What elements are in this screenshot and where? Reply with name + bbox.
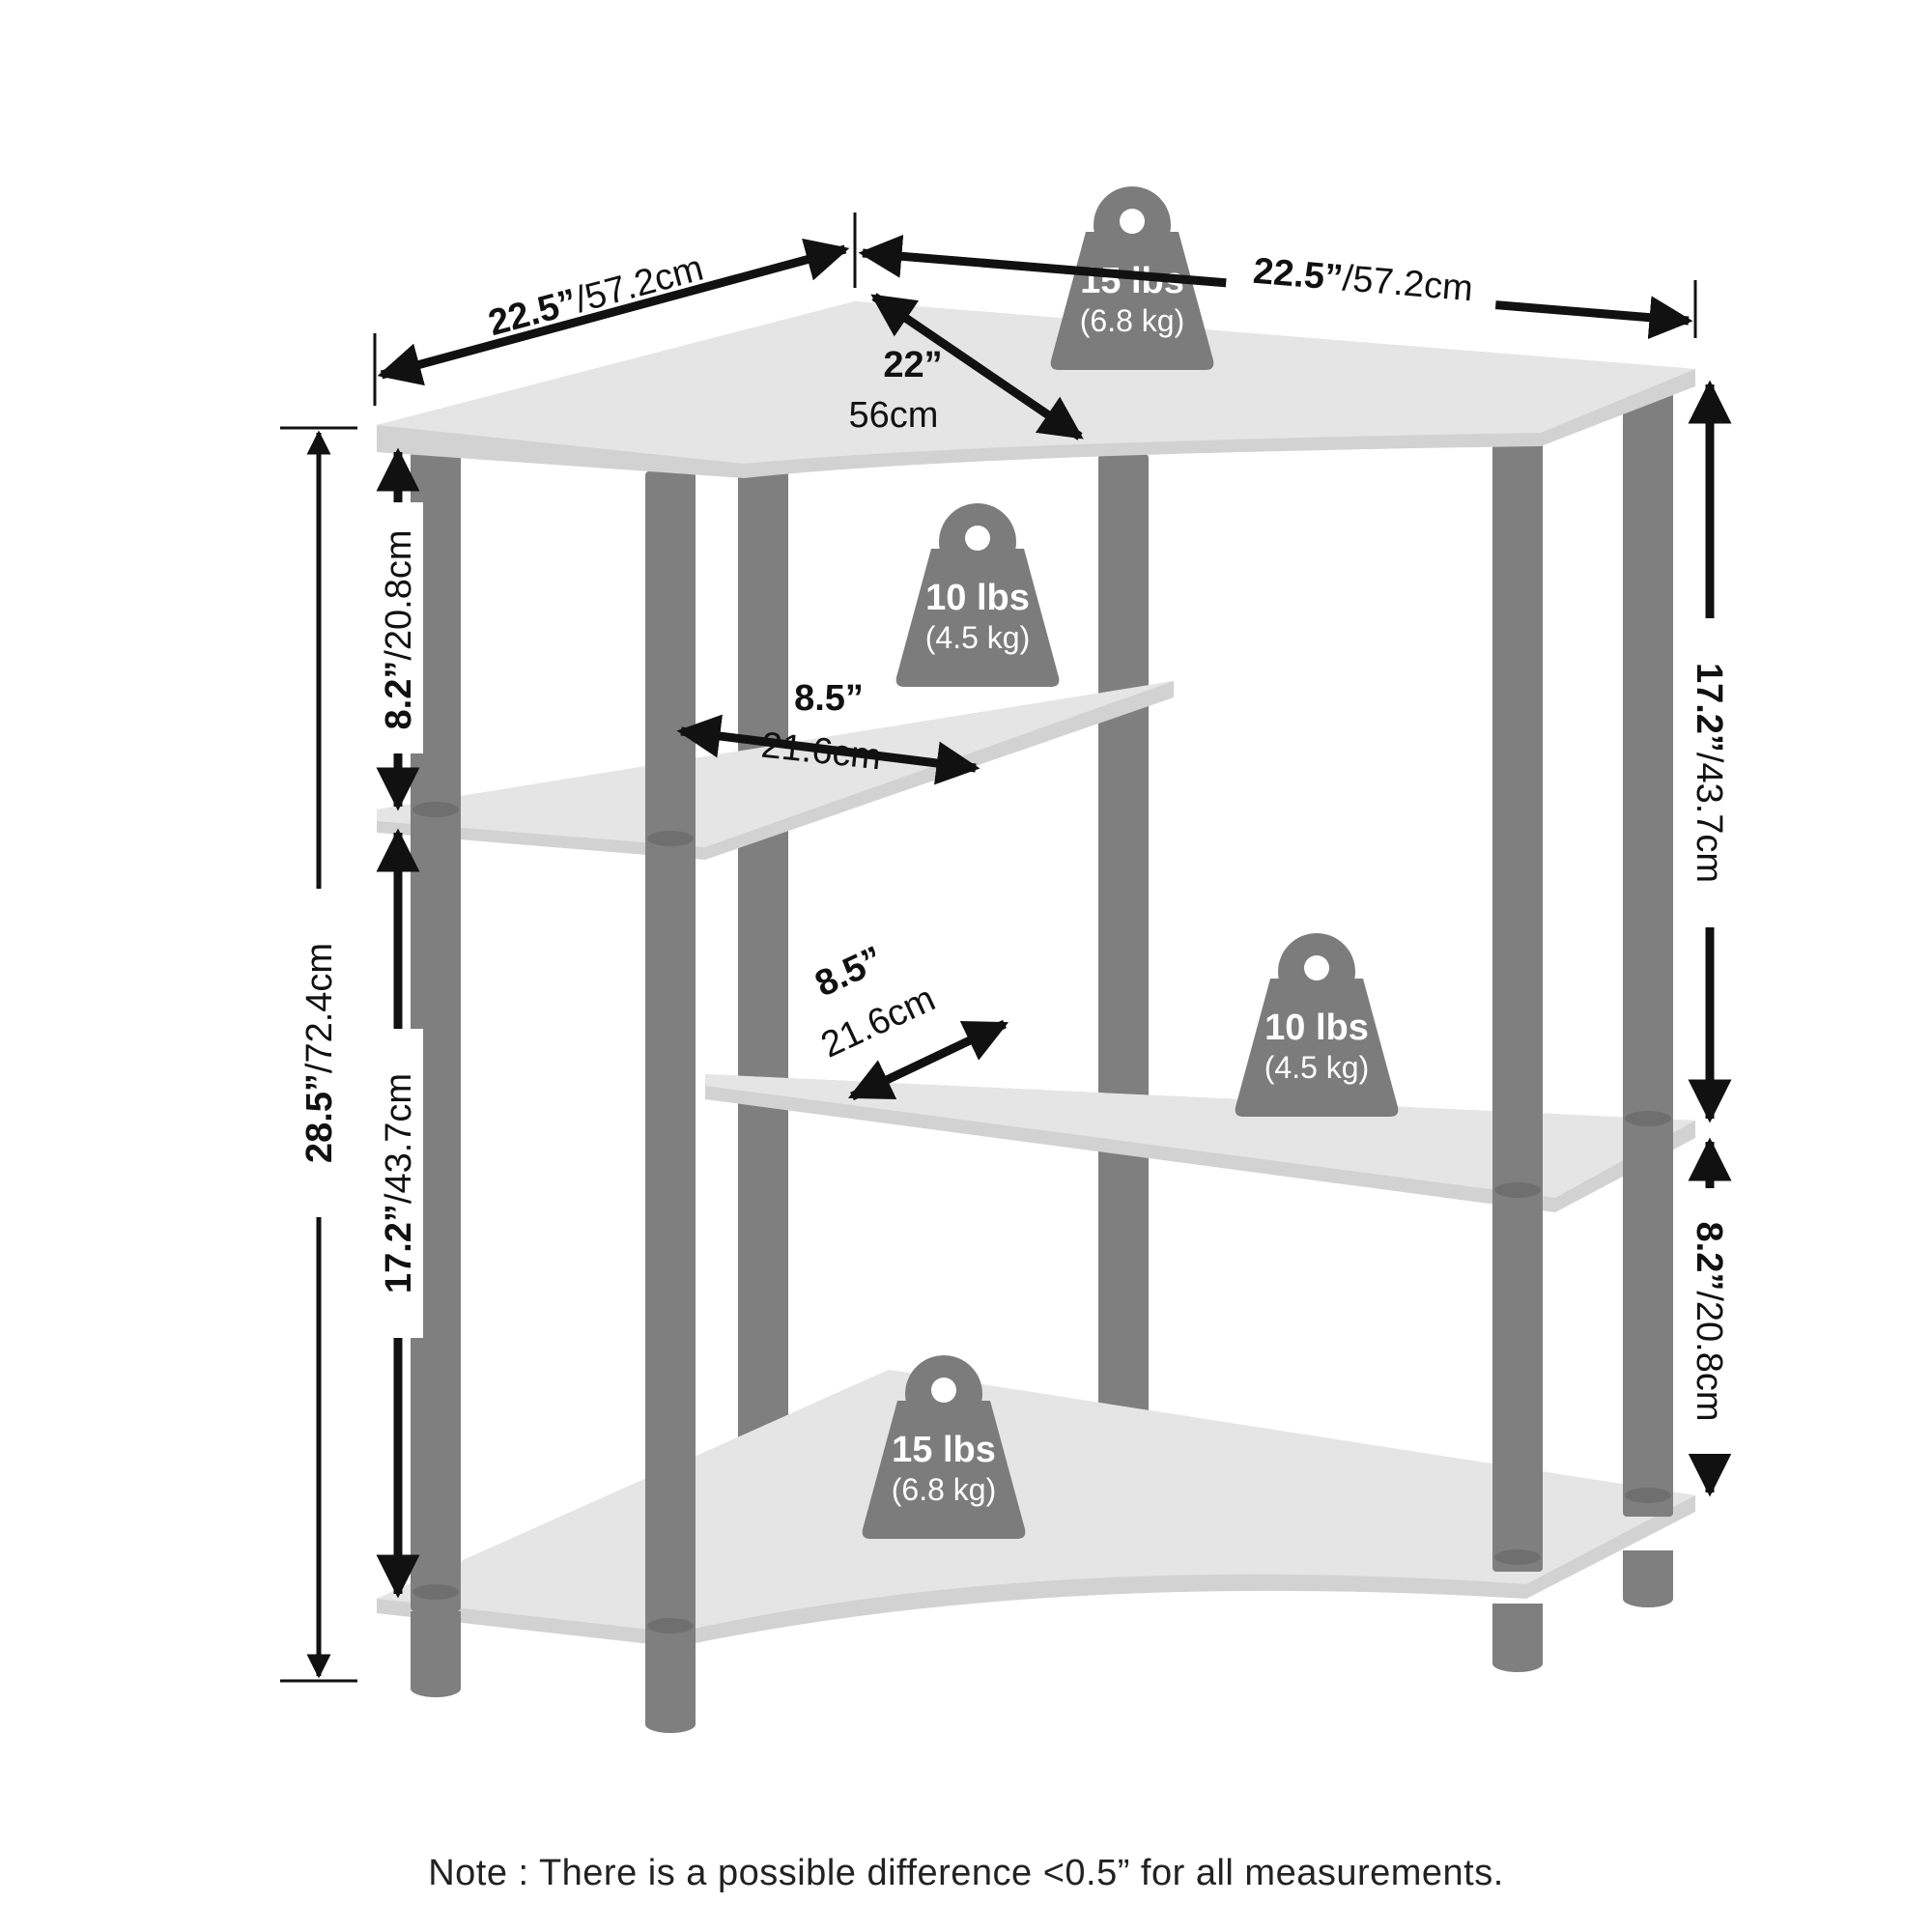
dim-value: 8.2” <box>379 661 419 730</box>
svg-text:28.5”/72.4cm: 28.5”/72.4cm <box>299 943 340 1163</box>
dim-metric: /57.2cm <box>571 248 707 322</box>
foot <box>645 1647 696 1724</box>
front-pole-second <box>645 471 696 1652</box>
dim-metric: /20.8cm <box>379 530 419 661</box>
svg-text:22.5”/57.2cm: 22.5”/57.2cm <box>1252 251 1475 310</box>
dim-arrow-top-depth <box>870 293 1084 440</box>
dim-label-top-left-width: 22.5”/57.2cm <box>484 248 707 345</box>
dim-label-top-depth-value: 22” <box>883 345 942 385</box>
weight-badge-middle: 10 lbs (4.5 kg) <box>1235 933 1399 1117</box>
dim-metric: /43.7cm <box>379 1073 419 1204</box>
dim-metric: /20.8cm <box>1689 1291 1729 1421</box>
svg-text:17.2”/43.7cm: 17.2”/43.7cm <box>1689 663 1729 883</box>
dim-value: 8.2” <box>1689 1222 1729 1292</box>
dim-metric: /43.7cm <box>1689 753 1729 883</box>
front-pole-right <box>1623 391 1673 1517</box>
dim-label-left-top-gap: 8.2”/20.8cm <box>379 530 419 730</box>
rear-pole-left <box>738 464 788 1449</box>
dim-label-right-top-gap: 17.2”/43.7cm <box>1689 663 1729 883</box>
svg-text:17.2”/43.7cm: 17.2”/43.7cm <box>379 1073 419 1293</box>
dim-label-middle-depth-value: 8.5” <box>810 939 890 1005</box>
weight-lbs: 15 lbs <box>892 1430 996 1470</box>
weight-kg: (6.8 kg) <box>1080 303 1184 338</box>
corner-shelf-unit <box>377 301 1695 1733</box>
svg-text:8.2”/20.8cm: 8.2”/20.8cm <box>1689 1222 1729 1422</box>
weight-lbs: 10 lbs <box>925 578 1030 618</box>
rear-pole-center <box>1098 454 1149 1420</box>
dim-label-left-bottom-gap: 17.2”/43.7cm <box>379 1073 419 1293</box>
middle-shelf <box>705 1074 1695 1212</box>
dim-label-top-depth-metric: 56cm <box>849 395 939 436</box>
dim-value: 17.2” <box>1689 663 1729 753</box>
foot <box>1492 1604 1543 1663</box>
dim-label-total-height: 28.5”/72.4cm <box>299 943 340 1163</box>
weight-kg: (4.5 kg) <box>925 620 1030 655</box>
dim-value: 22.5” <box>1252 251 1345 298</box>
dim-label-top-right-width: 22.5”/57.2cm <box>1252 251 1475 310</box>
dim-value: 17.2” <box>379 1204 419 1293</box>
dim-arrow-upper-shelf-depth <box>676 714 980 785</box>
weight-kg: (6.8 kg) <box>892 1472 996 1507</box>
bottom-shelf <box>377 1370 1695 1733</box>
dim-value: 28.5” <box>299 1073 340 1163</box>
foot <box>411 1611 461 1689</box>
weight-badge-bottom: 15 lbs (6.8 kg) <box>862 1355 1026 1539</box>
dim-arrow-top-left-width <box>377 238 850 386</box>
svg-text:22.5”/57.2cm: 22.5”/57.2cm <box>484 248 707 345</box>
dim-label-upper-depth-value: 8.5” <box>794 678 864 719</box>
weight-badge-upper: 10 lbs (4.5 kg) <box>895 503 1060 687</box>
label-backgrounds <box>298 244 1735 1454</box>
weight-lbs: 10 lbs <box>1264 1008 1369 1048</box>
dim-arrow-middle-shelf-depth <box>847 1019 1009 1101</box>
dim-metric: /72.4cm <box>299 943 340 1073</box>
weight-kg: (4.5 kg) <box>1264 1050 1369 1085</box>
dim-label-right-bottom-gap: 8.2”/20.8cm <box>1689 1222 1729 1422</box>
front-pole-third <box>1492 437 1543 1572</box>
svg-text:8.2”/20.8cm: 8.2”/20.8cm <box>379 530 419 730</box>
measurement-note: Note : There is a possible difference <0… <box>428 1853 1504 1893</box>
